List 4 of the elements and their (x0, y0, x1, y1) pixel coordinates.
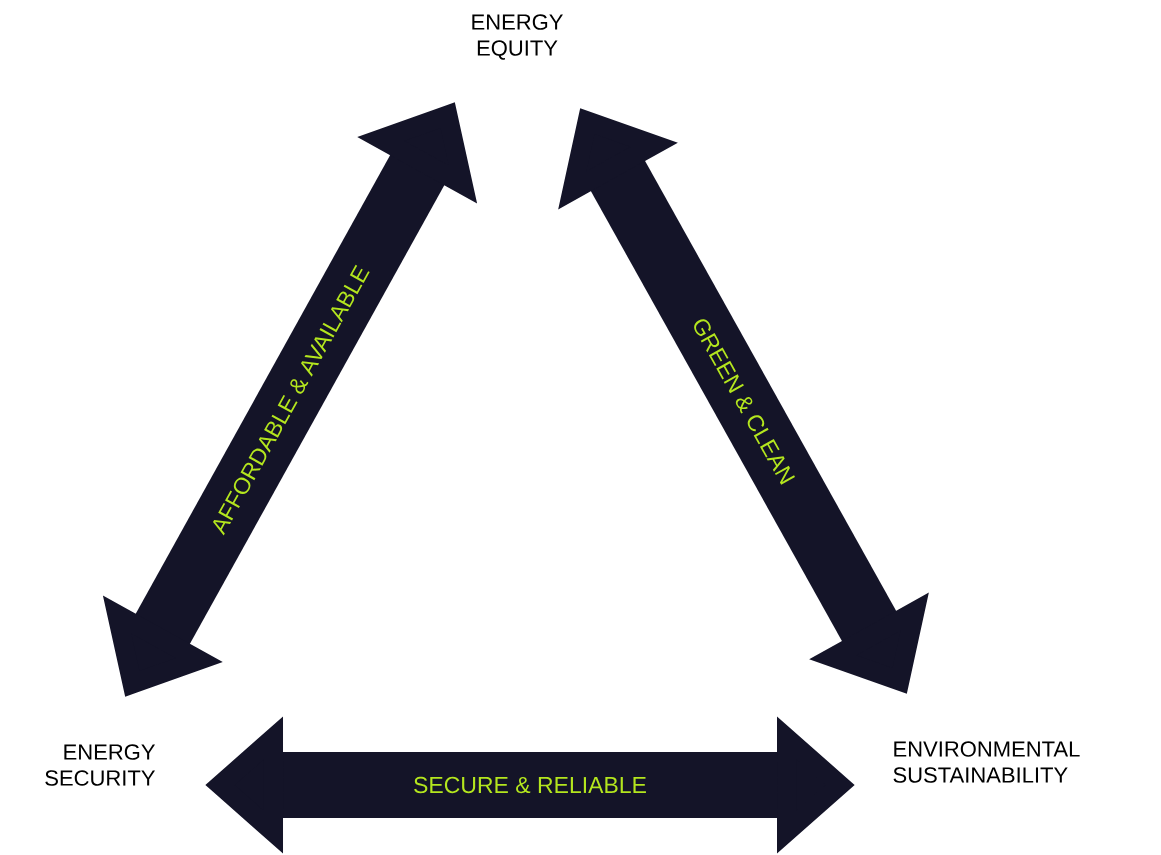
node-label: ENERGY EQUITY (472, 14, 563, 60)
edge-label: SECURE & RELIABLE (414, 776, 646, 794)
node-label: ENVIRONMENTAL SUSTAINABILITY (893, 741, 1080, 783)
node-label: ENERGY SECURITY (45, 744, 155, 786)
